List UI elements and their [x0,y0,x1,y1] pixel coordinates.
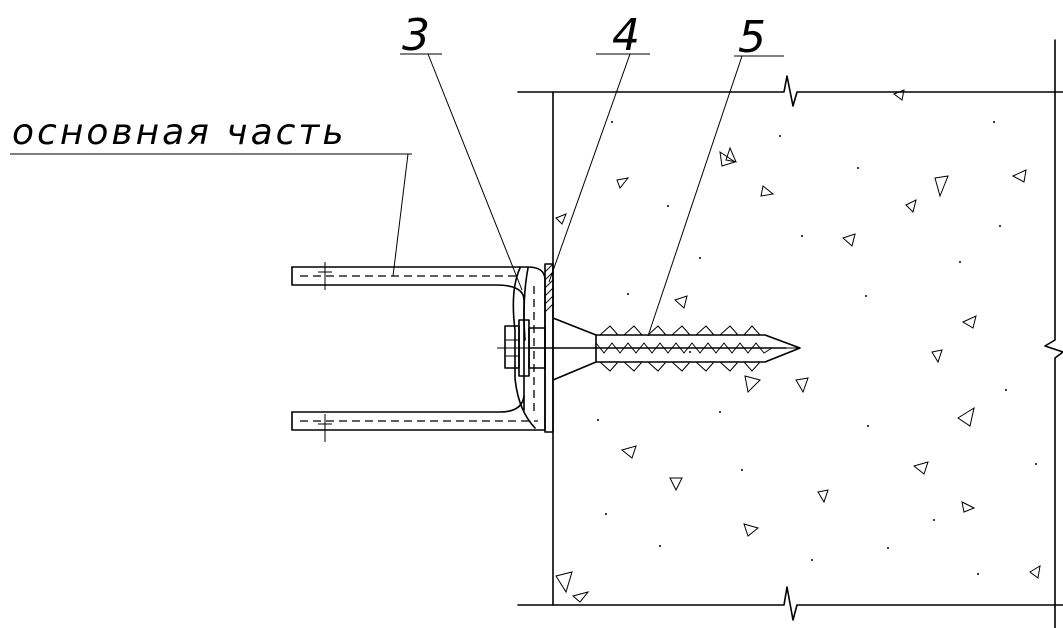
main-part-label: основная часть [12,112,347,153]
concrete-dots [597,121,1037,575]
concrete-aggregate [555,89,1041,603]
bracket-main-part [291,262,546,442]
leader-lines [10,53,784,337]
callout-4-label: 4 [612,10,640,61]
callout-3-label: 3 [402,10,430,61]
callout-5-label: 5 [738,12,766,63]
dowel-screw-part-5 [497,317,801,381]
concrete-wall [517,39,1063,628]
washer-part-3 [512,267,536,429]
